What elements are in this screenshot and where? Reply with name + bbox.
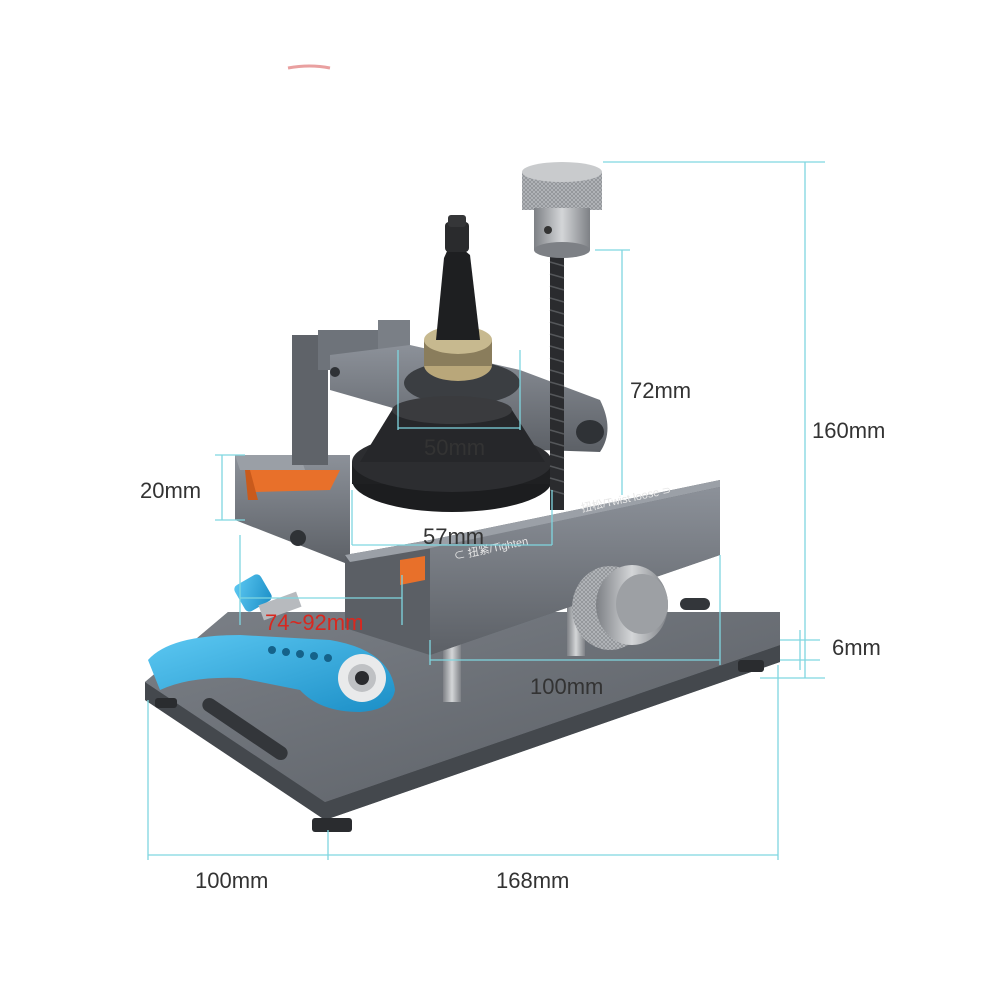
rear-clamp-block (235, 320, 410, 565)
base-foot (312, 818, 352, 832)
label-suction-top: 50mm (424, 435, 486, 460)
adjustment-screw (549, 240, 565, 510)
label-base-length: 168mm (496, 868, 570, 893)
label-height-total: 160mm (812, 418, 886, 443)
label-suction-base: 57mm (423, 524, 485, 549)
dimension-lines (147, 161, 825, 860)
label-base-depth: 100mm (195, 868, 269, 893)
suction-nozzle (424, 215, 492, 381)
base-foot (738, 660, 764, 672)
top-knob (522, 162, 602, 258)
label-rail-height: 20mm (140, 478, 202, 503)
front-clamp-bar: ⊂ 扭紧/Tighten 扭松/Twist loose ⊃ (345, 480, 720, 655)
support-post (443, 640, 461, 702)
suction-cup (352, 396, 552, 512)
base-slot (202, 697, 288, 761)
front-knob (572, 565, 668, 650)
label-base-thickness: 6mm (832, 635, 881, 660)
label-clamp-range: 74~92mm (265, 610, 364, 635)
label-screw-height: 72mm (630, 378, 692, 403)
orange-rail (400, 556, 425, 585)
orange-rail (245, 470, 340, 492)
quick-release-lever (148, 574, 395, 712)
label-clamp-width: 100mm (530, 674, 604, 699)
base-foot (155, 698, 177, 708)
top-red-mark (287, 64, 331, 70)
